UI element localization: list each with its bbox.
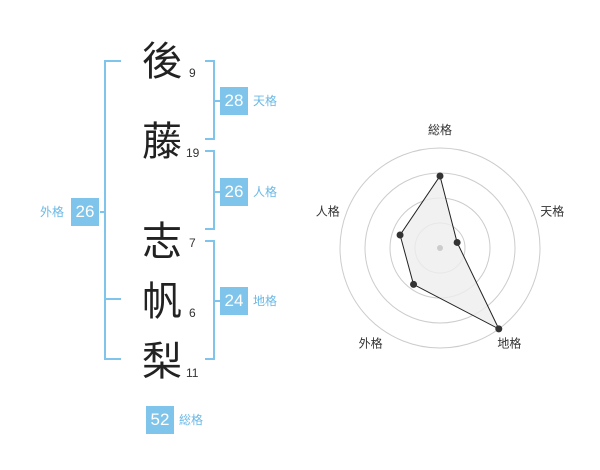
chikaku-bracket-stub <box>214 300 221 302</box>
stroke-count-5: 11 <box>186 366 199 380</box>
tenkaku-bracket-top <box>205 60 215 62</box>
radar-shape <box>399 174 500 331</box>
stroke-count-2: 19 <box>186 146 200 160</box>
tenkaku-value-badge: 28 <box>220 87 248 115</box>
stroke-count-4: 6 <box>189 306 196 320</box>
radar-axis-label-2: 天格 <box>540 204 564 219</box>
radar-point-1 <box>436 172 444 180</box>
gaikaku-bracket-top <box>104 60 121 62</box>
radar-axis-label-3: 地格 <box>497 336 521 351</box>
radar-point-5 <box>396 231 404 239</box>
chikaku-label: 地格 <box>253 294 278 308</box>
jinkaku-bracket-vertical <box>213 150 215 230</box>
chikaku-bracket-bottom <box>205 358 215 360</box>
radar-axis-label-1: 総格 <box>428 122 452 137</box>
radar-center-dot <box>437 245 443 251</box>
soukaku-value-badge: 52 <box>146 406 174 434</box>
radar-point-4 <box>410 280 418 288</box>
radar-axis-label-5: 人格 <box>316 204 340 219</box>
stroke-count-3: 7 <box>189 236 196 250</box>
chikaku-bracket-top <box>205 240 215 242</box>
tenkaku-bracket-bottom <box>205 138 215 140</box>
gaikaku-label: 外格 <box>40 205 65 219</box>
jinkaku-value-badge: 26 <box>220 178 248 206</box>
gaikaku-bracket-vertical <box>104 60 106 360</box>
jinkaku-label: 人格 <box>253 185 278 199</box>
radar-ring-4 <box>339 147 541 349</box>
name-char-5: 梨 <box>142 339 182 385</box>
gaikaku-bracket-stub <box>100 211 105 213</box>
name-char-2: 藤 <box>142 119 182 165</box>
stroke-count-1: 9 <box>189 66 196 80</box>
jinkaku-bracket-bottom <box>205 228 215 230</box>
chikaku-value-badge: 24 <box>220 287 248 315</box>
tenkaku-bracket-stub <box>214 100 221 102</box>
name-char-4: 帆 <box>142 279 182 325</box>
radar-axis-label-4: 外格 <box>359 336 383 351</box>
gaikaku-bracket-mid <box>104 298 121 300</box>
tenkaku-label: 天格 <box>253 94 278 108</box>
gaikaku-value-badge: 26 <box>71 198 99 226</box>
jinkaku-bracket-stub <box>214 191 221 193</box>
jinkaku-bracket-top <box>205 150 215 152</box>
name-char-3: 志 <box>142 219 182 265</box>
gaikaku-bracket-bottom <box>104 358 121 360</box>
radar-point-2 <box>453 238 461 246</box>
name-char-1: 後 <box>142 39 182 85</box>
soukaku-label: 総格 <box>179 413 204 427</box>
radar-point-3 <box>495 325 503 333</box>
